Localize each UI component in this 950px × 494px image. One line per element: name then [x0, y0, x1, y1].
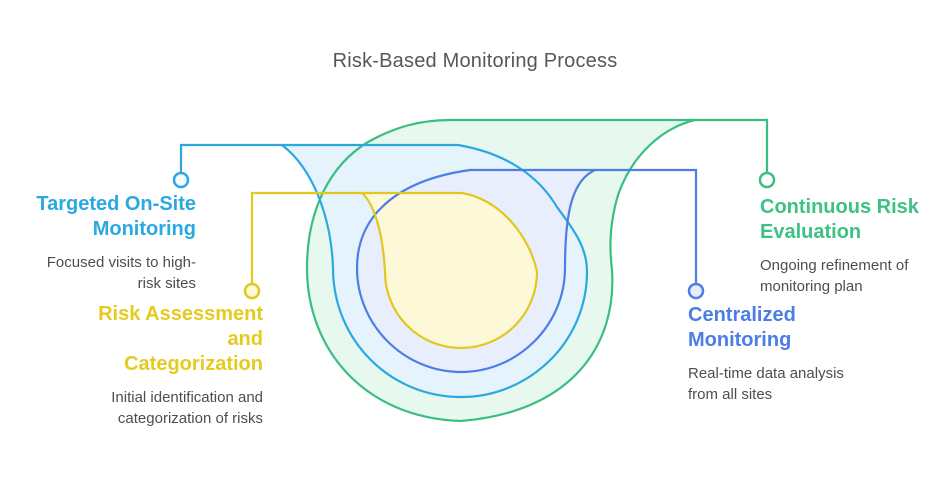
connector-line-centralized [593, 168, 698, 285]
connector-line-assessment [250, 191, 364, 285]
connector-line-targeted [179, 143, 284, 174]
loop-shape-assessment-outline [360, 191, 539, 350]
step-continuous-evaluation: Continuous Risk Evaluation Ongoing refin… [760, 195, 920, 297]
loop-fills [282, 120, 695, 421]
connector-dot-assessment [243, 282, 261, 300]
step-risk-assessment: Risk Assessment and Categorization Initi… [93, 302, 263, 429]
loop-outlines [280, 118, 697, 423]
connector-dot-targeted [172, 171, 190, 189]
step-centralized-label: Centralized Monitoring [688, 304, 796, 351]
diagram-title: Risk-Based Monitoring Process [332, 50, 618, 72]
step-assessment-label: Risk Assessment and Categorization [98, 303, 263, 375]
loop-shape-targeted-outline [280, 143, 589, 399]
step-targeted-label: Targeted On-Site Monitoring [36, 193, 196, 240]
loop-shape-assessment-fill [362, 193, 537, 348]
step-continuous-label: Continuous Risk Evaluation [760, 196, 919, 243]
step-centralized-monitoring: Centralized Monitoring Real-time data an… [688, 303, 860, 405]
connector-lines [179, 118, 769, 285]
step-continuous-description: Ongoing refinement of monitoring plan [760, 257, 909, 295]
step-assessment-description: Initial identification and categorizatio… [111, 389, 263, 427]
step-centralized-description: Real-time data analysis from all sites [688, 365, 844, 403]
loop-shape-centralized-outline [355, 168, 597, 374]
connector-dots [172, 171, 776, 300]
connector-dot-centralized [687, 282, 705, 300]
step-targeted-description: Focused visits to high-risk sites [46, 254, 196, 292]
step-targeted-monitoring: Targeted On-Site Monitoring Focused visi… [11, 192, 196, 294]
connector-line-continuous [693, 118, 769, 174]
connector-dot-continuous [758, 171, 776, 189]
loop-shape-continuous-outline [305, 118, 697, 423]
